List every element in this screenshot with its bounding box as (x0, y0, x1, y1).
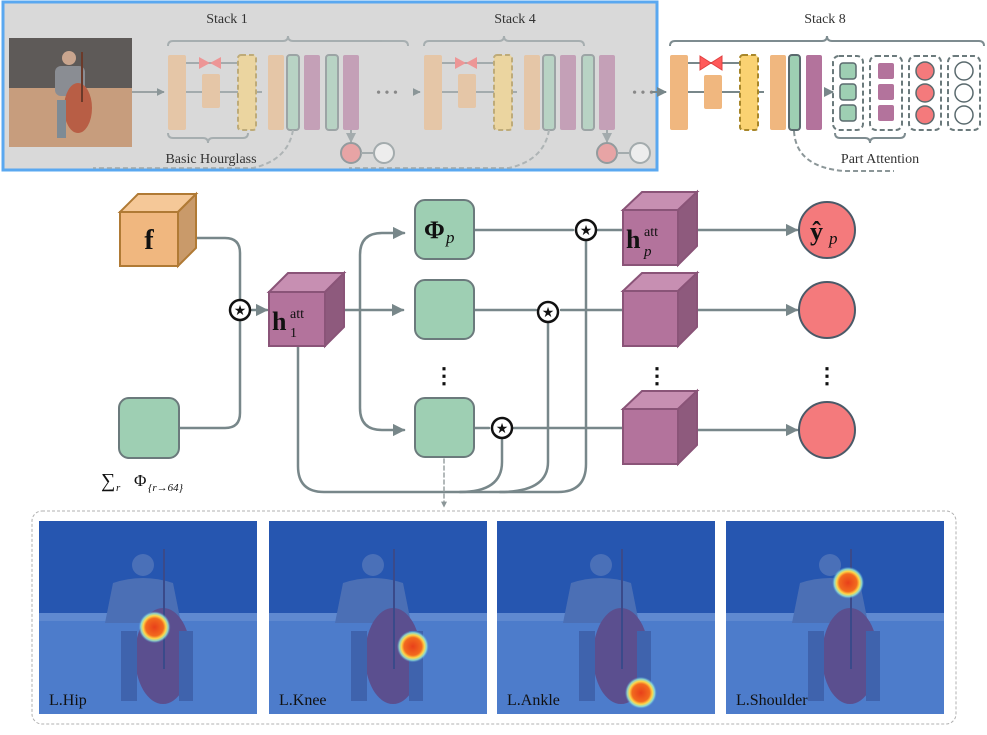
stack-4-label: Stack 4 (494, 12, 536, 27)
stack-8-label: Stack 8 (804, 12, 846, 27)
attention-map-block (788, 54, 801, 131)
svg-text:p: p (643, 244, 652, 260)
ellipsis-1: • • • (376, 86, 398, 101)
svg-text:{r→64}: {r→64} (148, 482, 184, 494)
hp-cube-2 (620, 270, 700, 349)
svg-text:Φ: Φ (134, 471, 146, 490)
feature-cube (117, 191, 199, 269)
joint-label: L.Hip (49, 692, 87, 709)
svg-text:★: ★ (580, 224, 593, 239)
svg-text:★: ★ (542, 306, 555, 321)
ellipsis-2: • • • (632, 86, 654, 101)
svg-text:1: 1 (290, 326, 297, 341)
svg-text:p: p (828, 229, 838, 248)
svg-text:p: p (445, 228, 455, 247)
heatmap-panel: L.Shoulder (726, 521, 944, 714)
stack-8 (669, 35, 985, 172)
bowtie-icon (699, 55, 723, 71)
star-operator-icon: ★ (228, 298, 252, 322)
heat-spot (396, 630, 429, 663)
output-circle-2 (798, 281, 856, 339)
basic-hourglass-label: Basic Hourglass (165, 152, 256, 167)
sum-phi-label: ∑ r Φ {r→64} (101, 470, 184, 494)
heat-spot (138, 611, 171, 644)
joint-label: L.Knee (279, 692, 327, 709)
svg-text:att: att (644, 225, 658, 240)
star-operator-icon: ★ (574, 218, 598, 242)
heatmap-container (31, 510, 957, 725)
stack-1-label: Stack 1 (206, 12, 248, 27)
feature-label: f (144, 225, 154, 256)
scene-image (726, 521, 944, 714)
attention-module: f ∑ r Φ {r→64} ★ ★ ★ ★ (101, 189, 856, 508)
part-attention-label: Part Attention (841, 152, 919, 167)
svg-text:ŷ: ŷ (810, 217, 823, 246)
star-operator-icon: ★ (490, 416, 514, 440)
star-operator-icon: ★ (536, 300, 560, 324)
vdots-y: ⋮ (816, 363, 838, 388)
phi-p-label: Φ p (424, 217, 455, 247)
joint-label: L.Ankle (507, 692, 560, 709)
heat-spot (832, 566, 865, 599)
svg-text:★: ★ (496, 422, 509, 437)
heatmap-panel: L.Ankle (497, 521, 715, 714)
phi-box-n (414, 397, 475, 458)
svg-text:h: h (272, 307, 287, 336)
output-circle-n (798, 401, 856, 459)
hourglass-encoder-block (670, 55, 688, 130)
heat-spot (624, 676, 657, 709)
h1-label: h att 1 (272, 307, 304, 341)
scene-image (497, 521, 715, 714)
svg-text:∑: ∑ (101, 470, 115, 492)
phi-p-box (414, 199, 475, 260)
phi-box-2 (414, 279, 475, 340)
scene-image (269, 521, 487, 714)
crf-block (739, 54, 759, 131)
heatmap-panel: L.Hip (39, 521, 257, 714)
hp-attention-cube (620, 189, 700, 268)
hp-cube-n (620, 388, 700, 467)
vdots-phi: ⋮ (433, 363, 455, 388)
scene-image (39, 521, 257, 714)
svg-text:att: att (290, 307, 304, 322)
y-hat-label: ŷ p (810, 217, 838, 248)
top-pipeline: Stack 1 Basic Hourglass • • • Stack 4 • … (1, 0, 985, 172)
y-hat-circle (798, 201, 856, 259)
vdots-hp: ⋮ (646, 363, 668, 388)
joint-label: L.Shoulder (736, 692, 808, 709)
svg-text:Φ: Φ (424, 217, 445, 244)
heatmap-panel: L.Knee (269, 521, 487, 714)
svg-text:h: h (626, 225, 641, 254)
hp-label: h att p (626, 225, 658, 260)
svg-text:★: ★ (234, 304, 247, 319)
h1-attention-cube (266, 270, 347, 349)
stack-1 (93, 35, 409, 169)
sum-phi-box (118, 397, 180, 459)
stack-4 (349, 35, 651, 169)
input-image (9, 38, 132, 147)
svg-text:r: r (116, 482, 121, 494)
